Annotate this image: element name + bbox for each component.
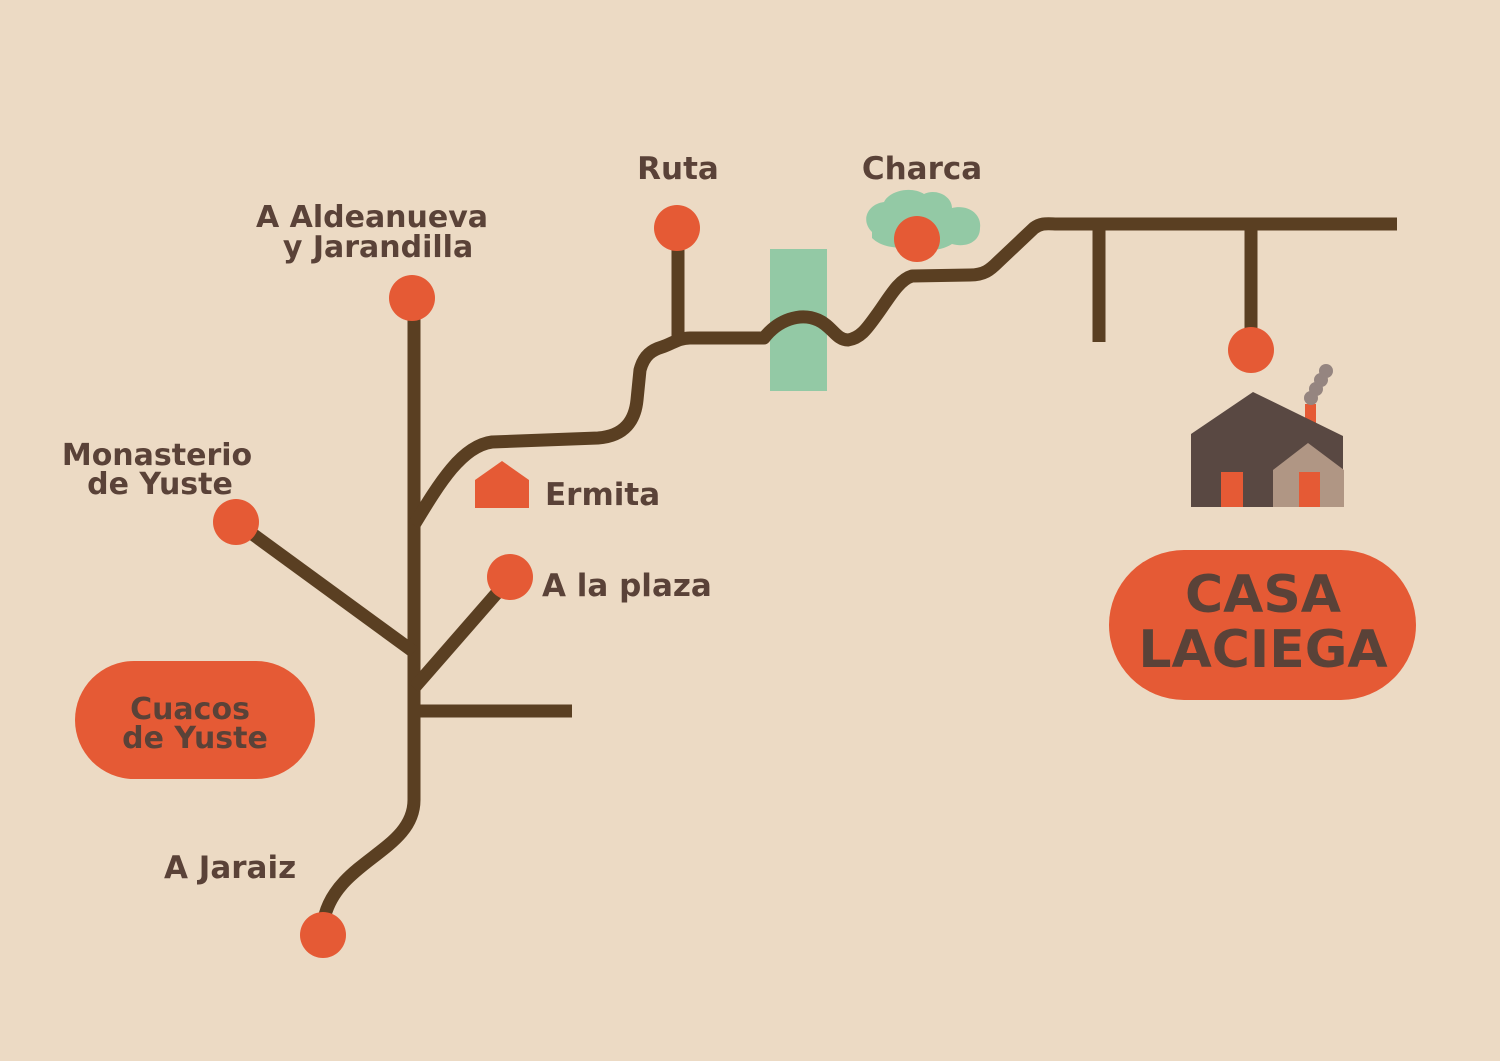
road-plaza: [409, 573, 515, 693]
label-charca: Charca: [862, 151, 982, 187]
road-network: [232, 217, 1397, 918]
label-ermita: Ermita: [545, 477, 660, 513]
label-monasterio-line1: Monasterio: [62, 438, 252, 473]
marker-charca: [894, 216, 940, 262]
label-plaza: A la plaza: [542, 568, 712, 604]
house-icon: [1191, 364, 1344, 507]
label-aldeanueva-line1: A Aldeanueva: [256, 200, 488, 235]
label-ruta: Ruta: [637, 151, 719, 187]
label-monasterio-line2: de Yuste: [87, 467, 233, 502]
road-main: [408, 217, 1397, 529]
marker-casa: [1228, 327, 1274, 373]
marker-monasterio: [213, 499, 259, 545]
marker-plaza: [487, 554, 533, 600]
marker-ruta: [654, 205, 700, 251]
road-trunk: [318, 298, 421, 918]
label-casa-line2: LACIEGA: [1138, 620, 1387, 680]
road-monasterio: [232, 516, 418, 658]
marker-aldeanueva: [389, 275, 435, 321]
label-casa-line1: CASA: [1185, 565, 1341, 625]
label-jaraiz: A Jaraiz: [164, 850, 296, 886]
marker-jaraiz: [300, 912, 346, 958]
chapel-icon: [475, 461, 529, 508]
label-cuacos-line1: Cuacos: [130, 692, 250, 727]
label-cuacos-line2: de Yuste: [122, 721, 268, 756]
cuacos-pill: [75, 661, 315, 779]
label-aldeanueva-line2: y Jarandilla: [283, 230, 473, 265]
casa-pill: [1109, 550, 1416, 700]
